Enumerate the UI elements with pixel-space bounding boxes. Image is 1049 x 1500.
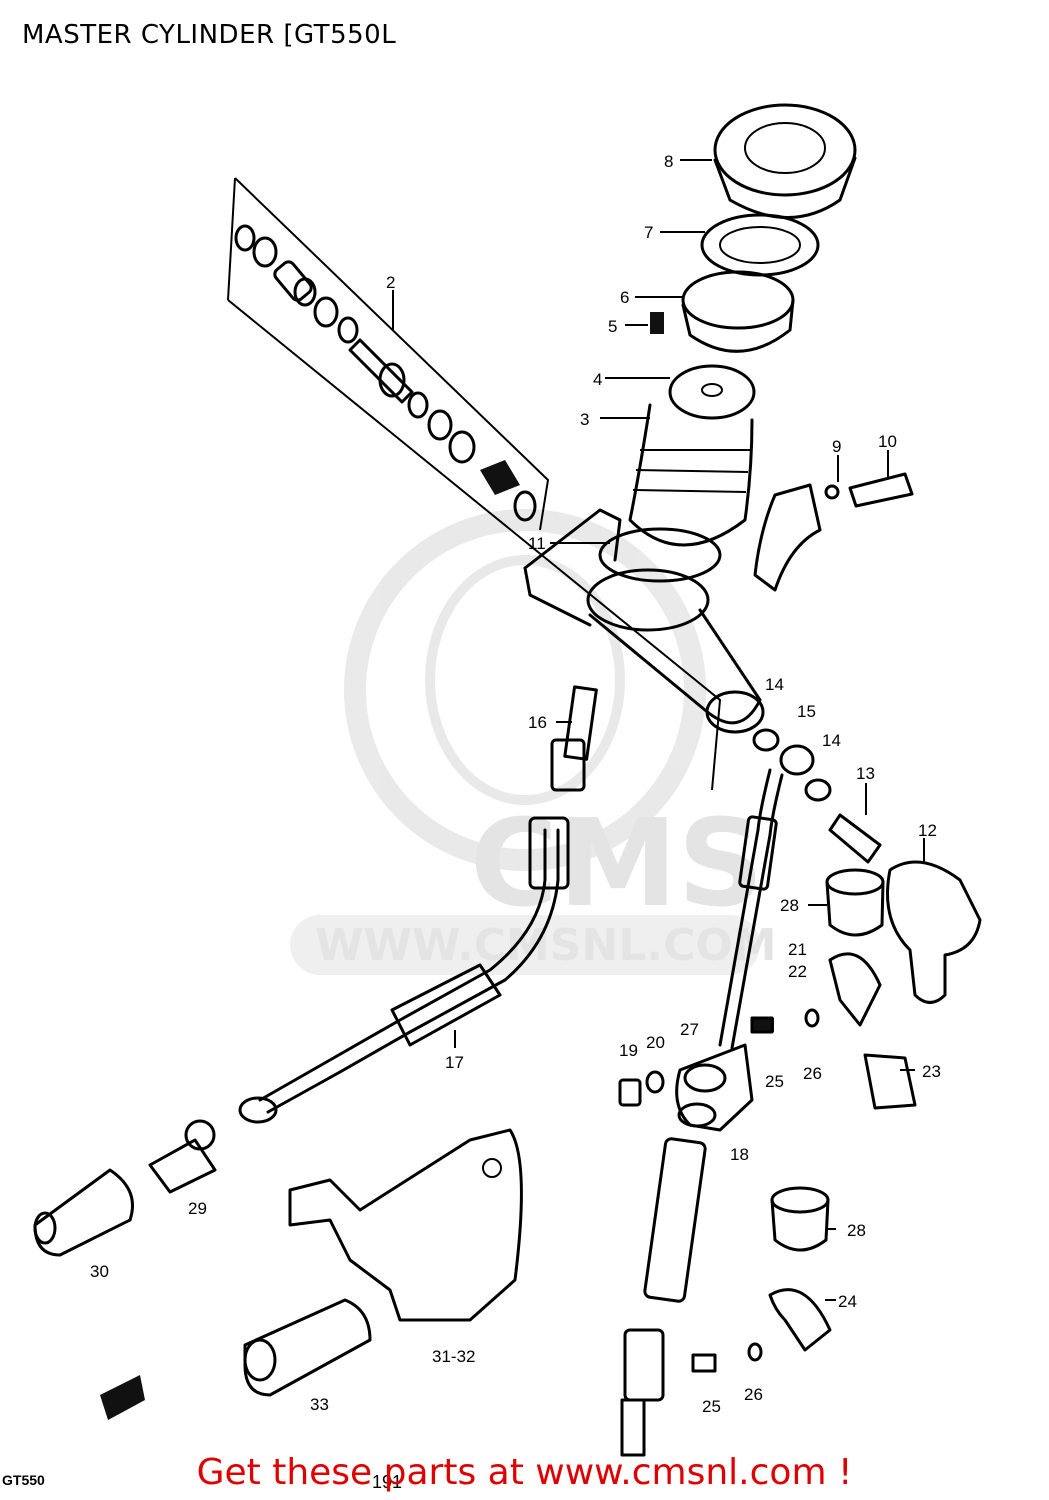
boot-12 — [886, 860, 982, 1004]
callout-13: 13 — [856, 764, 875, 783]
callout-3: 3 — [580, 410, 589, 429]
grommet-28-upper — [825, 868, 885, 937]
bolt-25-upper — [750, 1016, 774, 1034]
callout-25a: 25 — [765, 1072, 784, 1091]
leader-lines — [392, 159, 925, 1301]
footer-cta[interactable]: Get these parts at www.cmsnl.com ! — [0, 1452, 1049, 1493]
page-title: MASTER CYLINDER [GT550L — [22, 20, 397, 50]
cover-30 — [33, 1168, 134, 1257]
plate-4 — [668, 364, 756, 420]
page-reference: 191 — [372, 1472, 402, 1492]
callout-10: 10 — [878, 432, 897, 451]
callout-30: 30 — [90, 1262, 109, 1281]
diaphragm-plate — [700, 213, 820, 277]
callout-28a: 28 — [780, 896, 799, 915]
watermark-logo-text: CMS — [470, 795, 764, 934]
screw-5 — [650, 312, 664, 334]
callout-25b: 25 — [702, 1397, 721, 1416]
callout-9: 9 — [832, 437, 841, 456]
bolt-25-lower — [691, 1353, 717, 1373]
cmsnl-watermark: CMS WWW.CMSNL.COM — [290, 509, 777, 975]
callout-17: 17 — [445, 1053, 464, 1072]
callout-33: 33 — [310, 1395, 329, 1414]
callout-22: 22 — [788, 962, 807, 981]
bracket-18 — [675, 1018, 774, 1132]
callout-20: 20 — [646, 1033, 665, 1052]
banjo-fitting — [752, 728, 882, 864]
footer-link[interactable]: Get these parts at www.cmsnl.com ! — [196, 1452, 853, 1493]
washer-26-lower — [747, 1342, 763, 1362]
washer-26-upper — [804, 1008, 820, 1028]
brake-hose-lower — [718, 768, 784, 1050]
direction-arrow-icon — [100, 1375, 145, 1420]
guard-31-32 — [288, 1128, 523, 1322]
callout-5: 5 — [608, 317, 617, 336]
model-stamp: GT550 — [2, 1472, 45, 1488]
grommet-28-lower — [770, 1186, 830, 1252]
callout-27: 27 — [680, 1020, 699, 1039]
callout-4: 4 — [593, 370, 602, 389]
callout-8: 8 — [664, 152, 673, 171]
callout-labels: 8 7 6 5 4 3 2 9 10 11 14 15 14 13 16 12 … — [90, 152, 941, 1416]
nipple-29 — [148, 1119, 217, 1194]
callout-2: 2 — [386, 273, 395, 292]
callout-24: 24 — [838, 1292, 857, 1311]
master-cylinder-body — [523, 508, 765, 734]
callout-15: 15 — [797, 702, 816, 721]
lower-hose — [620, 1137, 707, 1457]
diaphragm — [681, 270, 795, 353]
callout-14b: 14 — [822, 731, 841, 750]
piston-kit-group — [227, 177, 722, 791]
callout-21: 21 — [788, 940, 807, 959]
handlebar-clamp — [753, 472, 914, 592]
callout-18: 18 — [730, 1145, 749, 1164]
callout-23: 23 — [922, 1062, 941, 1081]
clamp-24 — [768, 1288, 832, 1352]
nut-19-washer-20 — [618, 1070, 665, 1107]
callout-28b: 28 — [847, 1221, 866, 1240]
reservoir-body — [628, 403, 754, 547]
callout-6: 6 — [620, 288, 629, 307]
callout-14a: 14 — [765, 675, 784, 694]
callout-26b: 26 — [744, 1385, 763, 1404]
reservoir-cap — [713, 103, 857, 219]
callout-26a: 26 — [803, 1064, 822, 1083]
callout-19: 19 — [619, 1041, 638, 1060]
callout-31-32: 31-32 — [432, 1347, 475, 1366]
callout-12: 12 — [918, 821, 937, 840]
callout-7: 7 — [644, 223, 653, 242]
callout-16: 16 — [528, 713, 547, 732]
o-ring — [598, 527, 722, 583]
cover-33 — [243, 1298, 372, 1397]
clip-23 — [863, 1053, 917, 1110]
callout-29: 29 — [188, 1199, 207, 1218]
clamp-21-22 — [828, 952, 882, 1027]
callout-11: 11 — [528, 534, 546, 553]
